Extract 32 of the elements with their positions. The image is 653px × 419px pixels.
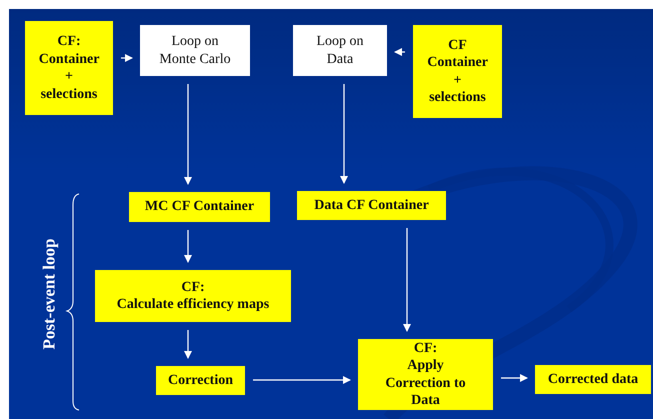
box-text: CF: [414, 340, 438, 357]
process-box [413, 25, 502, 118]
arrow [253, 376, 351, 384]
box-text: Corrected data [548, 370, 638, 388]
arrow [184, 330, 192, 359]
process-box [156, 366, 245, 395]
arrow [184, 230, 192, 263]
process-box [25, 21, 113, 115]
box-text: Data CF Container [314, 196, 429, 214]
process-box [129, 192, 270, 222]
box-text: Apply Correction to Data [384, 357, 467, 410]
process-box [297, 191, 446, 220]
arrow [501, 374, 528, 382]
arrow [184, 84, 192, 185]
process-box [358, 339, 493, 410]
arrow [121, 54, 133, 62]
box-text: CF: Container + selections [38, 33, 100, 103]
side-label: Post-event loop [38, 238, 59, 350]
box-text: CF: [181, 278, 205, 296]
box-text: MC CF Container [144, 198, 254, 216]
box-text: CF Container + selections [427, 36, 488, 106]
process-box [140, 25, 250, 76]
arrow [340, 84, 348, 184]
process-box [95, 270, 291, 322]
process-box [535, 365, 651, 394]
box-text: Calculate efficiency maps [116, 296, 270, 314]
box-text: Correction [168, 372, 234, 390]
arrow [403, 228, 411, 332]
arrow [394, 48, 405, 56]
process-box [293, 25, 387, 76]
box-text: Loop on Data [315, 33, 365, 68]
box-text: Loop on Monte Carlo [158, 33, 232, 68]
